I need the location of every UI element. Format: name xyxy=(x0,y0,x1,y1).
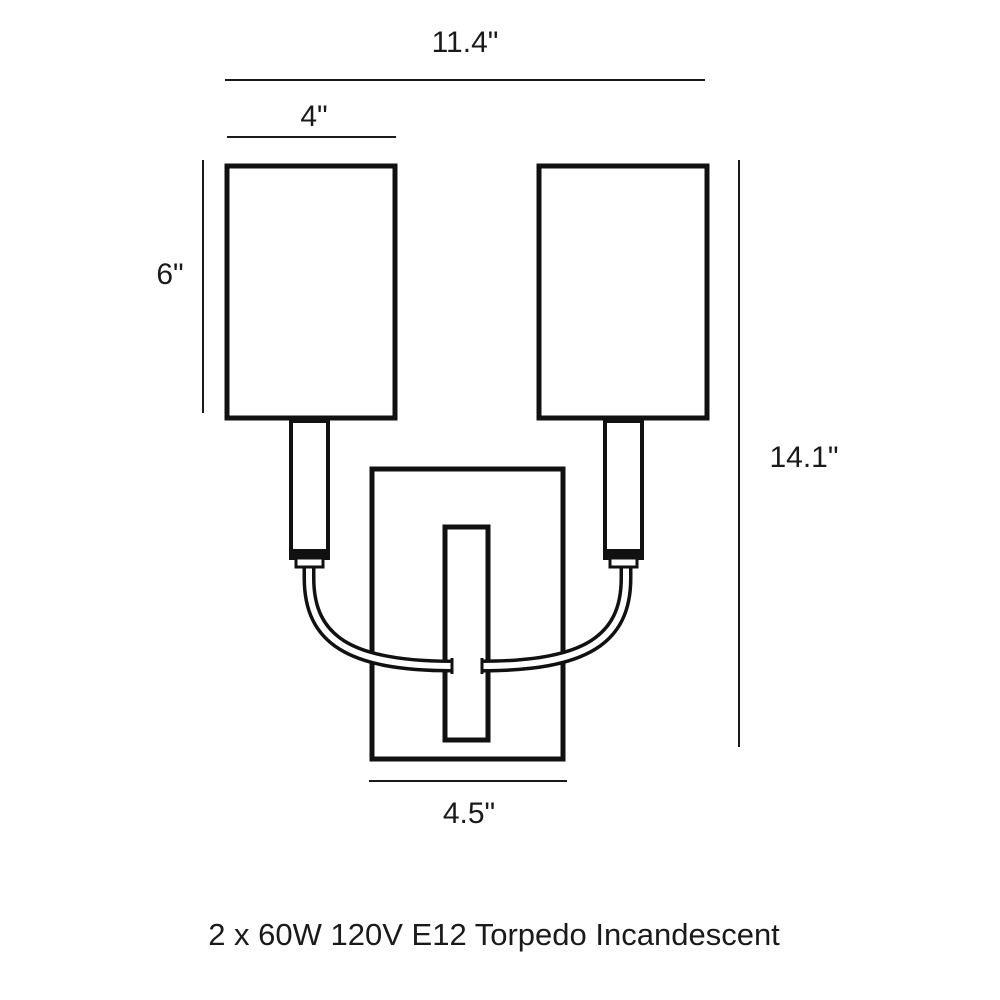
right-shade xyxy=(536,163,710,421)
left-shade xyxy=(224,163,398,421)
left-arm xyxy=(302,564,454,674)
center-bar xyxy=(442,524,491,743)
shade-height-dimension: 6" xyxy=(156,160,204,413)
shade-width-label: 4" xyxy=(300,100,327,133)
shade-height-label: 6" xyxy=(156,258,183,291)
right-socket xyxy=(603,419,644,569)
left-socket xyxy=(289,419,330,569)
overall-height-label: 14.1" xyxy=(769,441,838,474)
bulb-specification: 2 x 60W 120V E12 Torpedo Incandescent xyxy=(208,917,780,952)
backplate-width-label: 4.5" xyxy=(443,797,495,830)
overall-height-dimension: 14.1" xyxy=(738,160,839,747)
backplate-width-dimension: 4.5" xyxy=(369,780,567,830)
overall-width-dimension: 11.4" xyxy=(225,26,705,81)
overall-width-label: 11.4" xyxy=(432,26,499,59)
shade-width-dimension: 4" xyxy=(227,100,396,138)
right-arm xyxy=(480,564,633,674)
